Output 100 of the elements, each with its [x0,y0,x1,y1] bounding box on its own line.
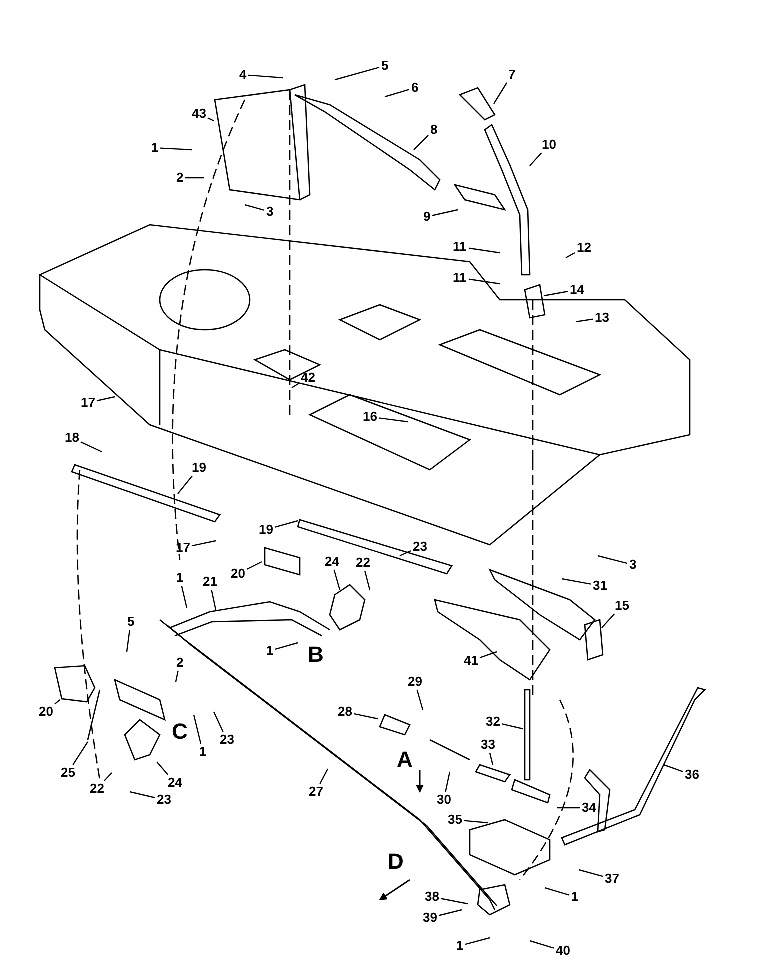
leader-line [96,396,116,402]
leader-line [464,820,488,824]
callout-number: 27 [309,785,324,799]
leader-line [378,418,408,423]
leader-line [432,209,458,216]
leader-line [468,248,500,254]
leader-line [181,586,188,608]
leader-line [493,82,508,104]
callout-number: 7 [508,68,516,82]
callout-number: 39 [423,911,438,925]
leader-line [602,614,616,628]
callout-number: 3 [630,558,637,572]
callout-number: 23 [157,793,172,807]
callout-number: 2 [176,171,184,185]
callout-number: 3 [266,205,274,219]
leader-line [334,66,380,81]
callout-number: 34 [582,801,596,815]
leader-line [248,74,284,79]
leader-line [530,152,542,166]
callout-number: 28 [338,705,352,719]
callout-number: 29 [408,675,422,689]
leader-line [489,752,494,766]
leader-line [208,118,214,122]
callout-number: 1 [200,745,207,759]
callout-number: 4 [240,68,247,82]
callout-number: 1 [266,644,274,658]
view-reference-letter: A [397,749,413,771]
leader-line [544,291,568,297]
leader-line [156,762,169,776]
leader-line [562,578,592,585]
callout-number: 22 [90,782,104,796]
leader-line [275,642,298,650]
leader-line [54,700,60,705]
callout-number: 24 [168,776,182,790]
leader-line [400,550,412,557]
callout-number: 24 [325,555,340,569]
view-reference-letter: D [388,851,404,873]
callout-number: 36 [685,768,700,782]
leader-line [126,630,131,652]
callout-number: 25 [61,766,76,780]
callout-number: 6 [412,81,419,95]
leader-line [384,89,410,98]
callout-number: 11 [453,271,467,285]
leader-line [468,278,500,285]
callout-number: 23 [220,733,234,747]
leader-line [80,442,102,453]
callout-number: 17 [176,541,190,555]
leader-line [354,713,378,720]
leader-line [72,742,88,766]
leader-line [578,869,604,878]
view-reference-letter: C [172,721,188,743]
callout-number: 17 [81,396,96,410]
callout-number: 9 [424,210,431,224]
callout-number: 15 [615,599,630,613]
leader-line [465,937,490,946]
callout-number: 12 [577,241,592,255]
callout-number: 10 [542,138,556,152]
callout-number: 2 [176,656,184,670]
leader-line [292,383,300,388]
callout-number: 5 [128,615,135,629]
callout-number: 41 [464,654,478,668]
callout-number: 43 [192,107,206,121]
callout-number: 18 [65,431,80,445]
callout-number: 5 [382,59,389,73]
leader-line [664,764,684,772]
callout-number: 14 [570,283,584,297]
leader-line [566,252,576,259]
leader-line [530,940,554,949]
callout-number: 31 [593,579,608,593]
callout-number: 20 [231,567,246,581]
leader-line [178,476,193,494]
callout-number: 23 [413,540,428,554]
leader-line [274,520,298,528]
leader-line [544,887,570,896]
callout-number: 19 [259,523,274,537]
leader-line [104,772,112,782]
callout-number: 38 [425,890,440,904]
callout-number: 35 [448,813,462,827]
leader-line [192,540,216,547]
callout-number: 42 [301,371,316,385]
leader-line [438,909,462,916]
view-reference-letter: B [308,644,324,666]
callout-number: 1 [456,939,464,953]
callout-number: 21 [203,575,218,589]
leader-line [160,148,192,151]
callout-number: 30 [437,793,452,807]
leader-line [440,898,468,905]
callout-number: 33 [481,738,496,752]
leader-line [502,724,524,730]
leader-line [576,318,594,323]
leader-line [213,712,224,732]
leader-line [320,768,329,784]
callout-number: 11 [453,240,467,254]
leader-line [364,570,371,590]
leader-line [246,561,262,570]
callout-number: 22 [356,556,370,570]
leader-line [480,651,498,658]
callout-number: 40 [556,944,570,958]
callout-number: 1 [572,890,579,904]
leader-line [130,791,156,798]
